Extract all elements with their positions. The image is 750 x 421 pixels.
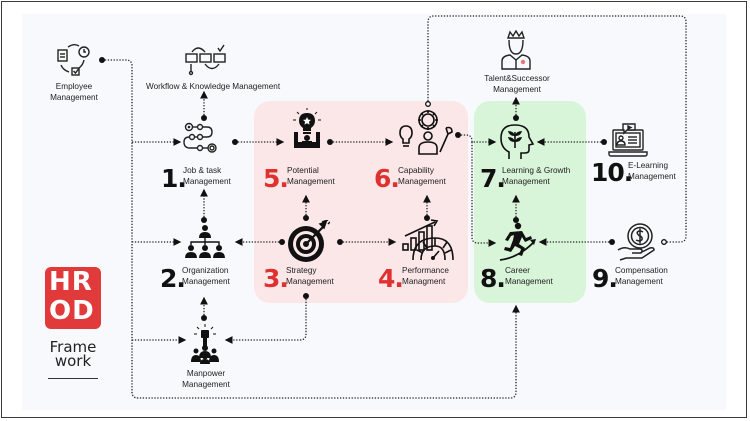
job-number: 1. — [161, 164, 187, 193]
potential-line2: Management — [287, 177, 335, 186]
logo-subtitle-line1: Frame — [49, 338, 97, 356]
learning-number: 7. — [480, 164, 506, 193]
capability-number: 6. — [374, 164, 400, 193]
strategy-number: 3. — [263, 264, 289, 293]
logo-line1: HR — [49, 267, 93, 297]
org-chart-icon — [185, 225, 225, 258]
talent-line2: Management — [493, 85, 541, 94]
employee-label: Employee Management — [46, 81, 102, 103]
capability-label: Capability Management — [398, 165, 446, 187]
career-line2: Management — [505, 277, 553, 286]
employee-line2: Management — [50, 93, 98, 102]
laptop-icon — [608, 123, 648, 157]
elearning-label: E-Learning Management — [628, 160, 676, 182]
career-line1: Career — [505, 266, 531, 275]
logo-line2: OD — [49, 296, 95, 326]
elearning-number: 10. — [591, 158, 633, 187]
manpower-line1: Manpower — [186, 369, 226, 378]
performance-gauge-icon — [402, 219, 454, 261]
manpower-label: Manpower Management — [178, 368, 234, 390]
strategy-label: Strategy Management — [286, 265, 334, 287]
capability-line2: Management — [398, 177, 446, 186]
learning-label: Learning & Growth Management — [502, 165, 570, 187]
potential-number: 5. — [263, 164, 289, 193]
workflow-icon — [185, 44, 226, 76]
compensation-label: Compensation Management — [615, 265, 668, 287]
capability-gear-icon — [399, 110, 453, 155]
employee-cycle-icon — [57, 44, 90, 76]
employee-line1: Employee — [55, 82, 93, 91]
target-icon — [288, 220, 330, 262]
career-number: 8. — [480, 264, 506, 293]
organization-label: Organization Management — [182, 265, 230, 287]
logo-divider — [48, 378, 98, 379]
talent-line1: Talent&Successor — [484, 74, 550, 83]
compensation-line2: Management — [615, 277, 663, 286]
performance-line1: Performance — [402, 266, 449, 275]
performance-line2: Managment — [402, 277, 446, 286]
elearning-line2: Management — [628, 172, 676, 181]
logo-subtitle: Frame work — [42, 338, 104, 370]
talent-label: Talent&Successor Management — [474, 73, 560, 95]
growth-head-icon — [500, 124, 535, 159]
job-line1: Job & task — [183, 166, 222, 175]
organization-line2: Management — [182, 277, 230, 286]
performance-number: 4. — [378, 264, 404, 293]
capability-line1: Capability — [398, 166, 434, 175]
path-icon — [183, 122, 217, 153]
hrod-logo: HR OD — [45, 267, 101, 329]
job-label: Job & task Management — [183, 165, 231, 187]
money-hand-icon — [617, 223, 655, 261]
strategy-line1: Strategy — [286, 266, 317, 275]
job-line2: Management — [183, 177, 231, 186]
elearning-line1: E-Learning — [628, 161, 669, 170]
workflow-label: Workflow & Knowledge Management — [146, 82, 281, 91]
learning-line1: Learning & Growth — [502, 166, 571, 175]
compensation-number: 9. — [592, 264, 618, 293]
learning-line2: Management — [502, 177, 550, 186]
runner-icon — [499, 222, 536, 261]
career-label: Career Management — [505, 265, 553, 287]
potential-label: Potential Management — [287, 165, 335, 187]
logo-subtitle-line2: work — [54, 352, 92, 370]
crowd-fist-icon — [191, 324, 219, 364]
manpower-line2: Management — [182, 380, 230, 389]
idea-person-icon — [293, 108, 321, 148]
strategy-line2: Management — [286, 277, 334, 286]
organization-number: 2. — [160, 264, 186, 293]
performance-label: Performance Managment — [402, 265, 449, 287]
potential-line1: Potential — [287, 166, 319, 175]
organization-line1: Organization — [182, 266, 229, 275]
crowned-person-icon — [501, 30, 531, 70]
compensation-line1: Compensation — [615, 266, 668, 275]
